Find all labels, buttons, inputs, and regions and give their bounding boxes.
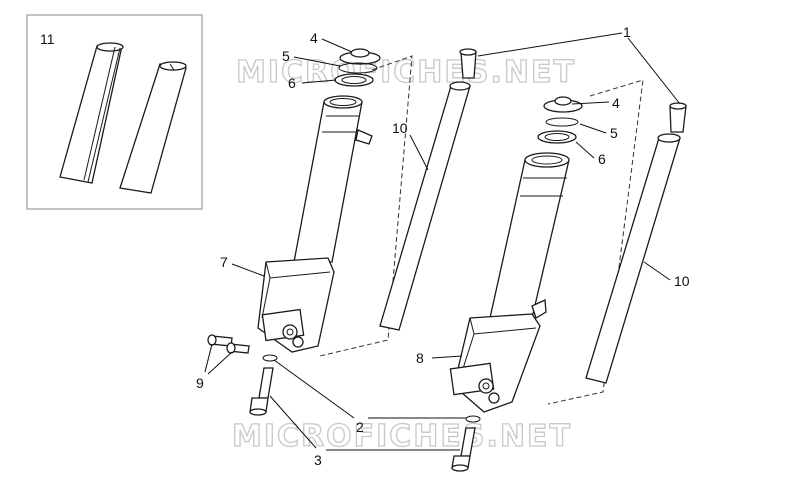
leader-5-left — [293, 56, 341, 67]
right-seal-part-6 — [537, 130, 577, 144]
leader-1-left — [477, 32, 623, 57]
callout-8: 8 — [416, 350, 424, 366]
leader-7 — [231, 263, 265, 277]
leader-4-right — [571, 101, 610, 105]
callout-5-right: 5 — [610, 125, 618, 141]
inner-tube-right-part-10 — [585, 133, 681, 384]
bolt-left-part-3 — [249, 367, 274, 416]
leader-1-right — [627, 37, 681, 105]
left-leg-outline — [319, 55, 413, 357]
right-fork-tube — [489, 152, 570, 319]
screw-part-9-b — [226, 342, 250, 354]
callout-1: 1 — [623, 24, 631, 40]
leader-2-left — [273, 359, 355, 419]
right-ring-part-5 — [545, 117, 579, 127]
inner-tube-left-part-10 — [379, 81, 471, 331]
callout-2: 2 — [356, 419, 364, 435]
callout-4-left: 4 — [310, 30, 318, 46]
leader-3-left — [269, 395, 317, 449]
callout-9: 9 — [196, 375, 204, 391]
callout-5-left: 5 — [282, 48, 290, 64]
leader-6-right — [575, 141, 595, 159]
leader-9-a — [204, 343, 213, 373]
watermark-bottom: MICROFICHES.NET — [232, 419, 572, 454]
washer-right-part-2 — [465, 415, 481, 423]
callout-11: 11 — [40, 31, 55, 47]
left-fork-tube — [293, 95, 373, 263]
left-fork-foot-part-7 — [257, 257, 335, 353]
leader-6-left — [301, 79, 337, 84]
leader-8 — [431, 355, 463, 359]
callout-10-left: 10 — [392, 120, 408, 136]
callout-10-right: 10 — [674, 273, 690, 289]
leader-10-left — [409, 134, 429, 171]
left-seal-part-6 — [334, 73, 374, 87]
bolt-right-part-3 — [451, 427, 476, 472]
left-ring-part-5 — [338, 62, 378, 74]
leader-10-right — [643, 261, 671, 281]
leader-9-b — [207, 351, 233, 375]
right-leg-outline — [547, 79, 644, 405]
right-cap-part-4 — [543, 96, 583, 113]
top-cap-left-part-1 — [459, 48, 477, 79]
top-cap-right-part-1 — [669, 102, 687, 133]
callout-6-right: 6 — [598, 151, 606, 167]
inset-box — [26, 14, 203, 210]
washer-left-part-2 — [262, 354, 278, 362]
callout-3: 3 — [314, 452, 322, 468]
callout-7: 7 — [220, 254, 228, 270]
part-11-bushing-left — [59, 42, 124, 184]
right-fork-foot-part-8 — [449, 299, 547, 413]
callout-4-right: 4 — [612, 95, 620, 111]
left-cap-part-4 — [339, 48, 381, 65]
leader-4-left — [321, 38, 353, 53]
leader-5-right — [579, 123, 607, 134]
callout-6-left: 6 — [288, 75, 296, 91]
watermark-top: MICROFICHES.NET — [236, 55, 576, 90]
part-11-bushing-right — [119, 61, 187, 194]
